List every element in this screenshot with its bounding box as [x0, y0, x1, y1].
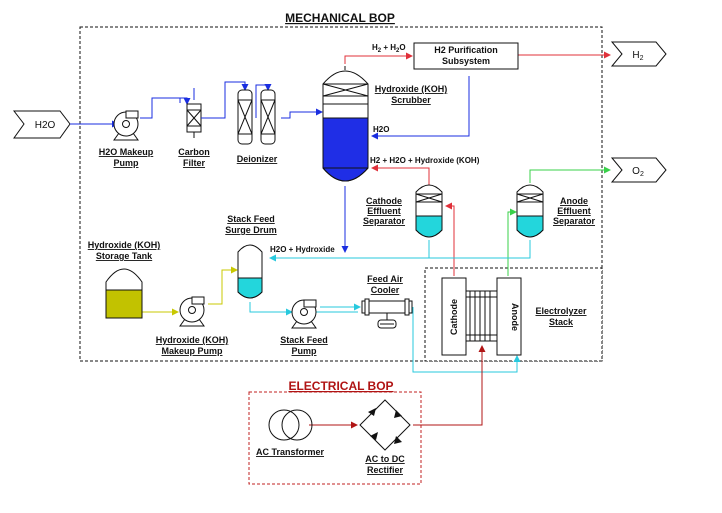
- ac-transformer-icon: [268, 409, 313, 441]
- transformer-label: AC Transformer: [256, 447, 325, 457]
- water-inlet-terminal: H2O: [12, 110, 71, 139]
- feed-air-cooler-icon: [361, 298, 413, 329]
- electrolyzer-stack-icon: Cathode Anode: [441, 277, 522, 356]
- h2-outlet-terminal: H2: [610, 41, 667, 67]
- mechanical-bop-title: MECHANICAL BOP: [285, 11, 395, 25]
- h2-outlet-label: H2: [632, 50, 643, 62]
- koh-pump-label: Hydroxide (KOH)Makeup Pump: [156, 335, 229, 356]
- stream-labels: H2 + H2O H2O H2 + H2O + Hydroxide (KOH) …: [270, 43, 480, 254]
- power-lines: [309, 345, 486, 429]
- anode-separator-icon: [516, 184, 544, 238]
- stream-h2-h2o-label: H2 + H2O: [372, 43, 406, 54]
- anode-label: Anode: [510, 303, 520, 331]
- rectifier-icon: [359, 399, 411, 451]
- electrical-bop-title: ELECTRICAL BOP: [288, 379, 393, 393]
- cathode-separator-icon: [415, 184, 443, 238]
- carbon-filter-icon: [186, 103, 208, 138]
- h2o-makeup-pump-icon: [113, 110, 139, 141]
- oxygen-lines: [507, 166, 611, 276]
- electrolyte-lines: [249, 240, 531, 373]
- deionizer-icon: [237, 89, 276, 145]
- cathode-label: Cathode: [449, 299, 459, 335]
- scrubber-label: Hydroxide (KOH)Scrubber: [375, 84, 448, 105]
- stream-h2o-return-label: H2O: [373, 125, 389, 134]
- stack-feed-pump-icon: [291, 299, 317, 329]
- surge-drum-icon: [237, 244, 263, 299]
- stream-h2o-hydroxide-label: H2O + Hydroxide: [270, 245, 335, 254]
- water-inlet-label: H2O: [35, 120, 56, 131]
- stream-scrubber-feed-label: H2 + H2O + Hydroxide (KOH): [370, 156, 480, 165]
- koh-makeup-pump-icon: [179, 296, 205, 327]
- water-lines: [70, 76, 470, 253]
- koh-storage-tank-icon: [105, 268, 143, 319]
- o2-outlet-label: O2: [632, 166, 644, 178]
- storage-tank-label: Hydroxide (KOH)Storage Tank: [88, 240, 161, 261]
- koh-scrubber-icon: [322, 66, 369, 182]
- deionizer-label: Deionizer: [237, 154, 278, 164]
- h2-purification-box: [413, 42, 519, 70]
- mechanical-bop-boundary: [79, 26, 603, 362]
- electrical-bop-boundary: [248, 391, 422, 485]
- o2-outlet-terminal: O2: [610, 157, 667, 183]
